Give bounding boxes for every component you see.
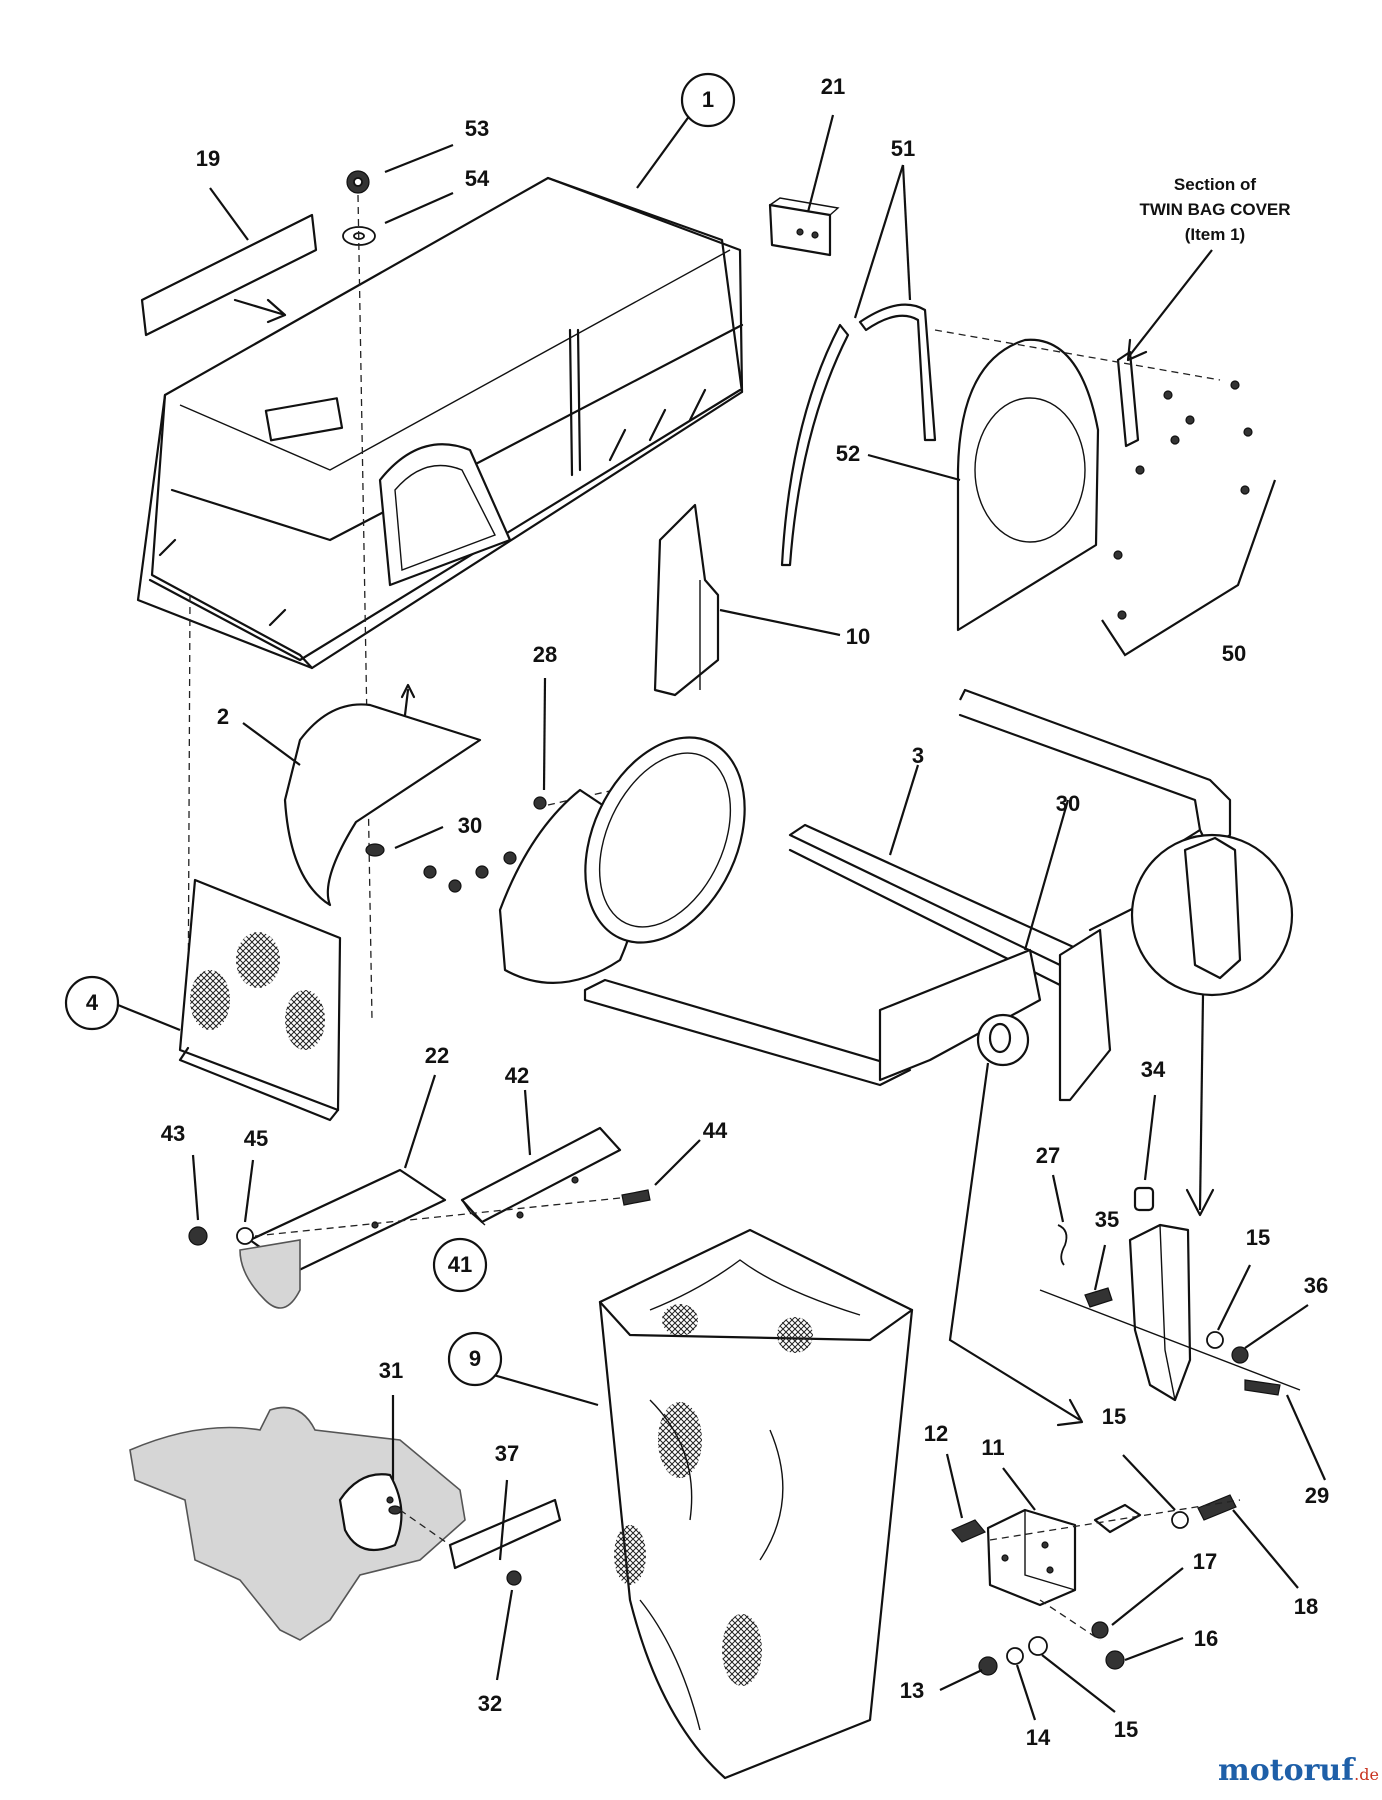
plate-52 (956, 338, 1100, 632)
frame-rail-section (239, 1239, 301, 1309)
label-15-lower: 15 (1114, 1717, 1138, 1742)
mower-deck (129, 1406, 562, 1641)
callout-circle-1 (680, 72, 736, 128)
label-18: 18 (1294, 1594, 1318, 1619)
label-2: 2 (217, 704, 229, 729)
label-15-upper: 15 (1246, 1225, 1270, 1250)
deflector-10 (653, 503, 720, 697)
label-17: 17 (1193, 1549, 1217, 1574)
label-54: 54 (465, 166, 490, 191)
section-note-line2: TWIN BAG COVER (1139, 200, 1290, 219)
label-11: 11 (981, 1435, 1004, 1460)
label-30-left: 30 (458, 813, 482, 838)
twin-bag-cover (136, 176, 744, 670)
label-41: 41 (448, 1252, 472, 1277)
label-37: 37 (495, 1441, 519, 1466)
mesh-screen-4 (178, 878, 342, 1122)
label-14: 14 (1026, 1725, 1051, 1750)
label-35: 35 (1095, 1207, 1119, 1232)
callout-circle-41 (432, 1237, 488, 1293)
label-16: 16 (1194, 1626, 1218, 1651)
label-19: 19 (196, 146, 220, 171)
watermark: motoruf.de (1218, 1753, 1379, 1788)
label-34: 34 (1141, 1057, 1166, 1082)
label-43: 43 (161, 1121, 185, 1146)
label-13: 13 (900, 1678, 924, 1703)
screw-30-left (365, 843, 517, 893)
label-9: 9 (469, 1346, 481, 1371)
bolt-44 (621, 1189, 651, 1206)
label-15-middle: 15 (1102, 1404, 1126, 1429)
screws-50 (934, 329, 1277, 657)
section-note: Section of TWIN BAG COVER (Item 1) (1139, 175, 1290, 244)
label-51: 51 (891, 136, 915, 161)
deflector-2 (283, 683, 482, 907)
grass-bag-9 (598, 1228, 914, 1780)
nut-43 (188, 1226, 208, 1246)
watermark-tld: .de (1354, 1765, 1379, 1784)
frame-3 (583, 688, 1294, 1102)
label-3: 3 (912, 743, 924, 768)
arch-strips-51 (780, 303, 937, 567)
brackets-22-42 (248, 1126, 622, 1274)
watermark-brand: motoruf (1218, 1753, 1356, 1788)
label-32: 32 (478, 1691, 502, 1716)
label-4: 4 (86, 990, 99, 1015)
leader-lines (117, 114, 1327, 1721)
label-45: 45 (244, 1126, 268, 1151)
label-50: 50 (1222, 641, 1246, 666)
label-21: 21 (821, 74, 845, 99)
chute-ring (498, 736, 746, 984)
label-44: 44 (703, 1118, 728, 1143)
nut-53 (346, 170, 370, 194)
svg-text:motoruf.de: motoruf.de (1218, 1753, 1379, 1788)
label-12: 12 (924, 1421, 948, 1446)
label-22: 22 (425, 1043, 449, 1068)
bracket-21 (768, 197, 840, 257)
hinge-assembly (951, 1494, 1241, 1676)
section-note-line1: Section of (1174, 175, 1257, 194)
section-note-line3: (Item 1) (1185, 225, 1245, 244)
callout-circle-9 (447, 1331, 503, 1387)
label-27: 27 (1036, 1143, 1060, 1168)
label-42: 42 (505, 1063, 529, 1088)
label-31: 31 (379, 1358, 403, 1383)
label-30-right: 30 (1056, 791, 1080, 816)
label-53: 53 (465, 116, 489, 141)
label-28: 28 (533, 642, 557, 667)
decal-19 (140, 213, 318, 337)
rear-bracket-group (1039, 1186, 1301, 1402)
label-36: 36 (1304, 1273, 1328, 1298)
part-labels: 1 4 41 9 53 54 19 21 51 52 50 10 28 2 30… (86, 74, 1329, 1750)
label-29: 29 (1305, 1483, 1329, 1508)
washer-45 (236, 1227, 254, 1245)
label-10: 10 (846, 624, 870, 649)
callout-circle-4 (64, 975, 120, 1031)
label-52: 52 (836, 441, 860, 466)
label-1: 1 (702, 87, 714, 112)
